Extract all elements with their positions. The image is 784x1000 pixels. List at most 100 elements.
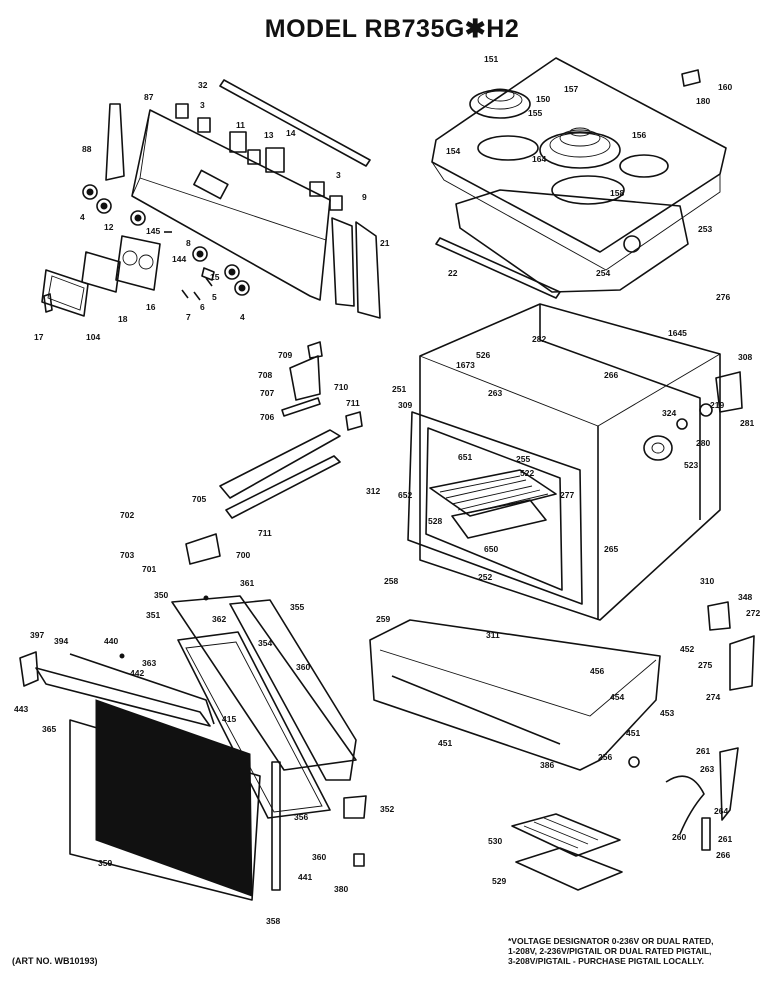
callout-c256: 256 [598,752,612,762]
callout-c260: 260 [672,832,686,842]
callout-c308: 308 [738,352,752,362]
callout-c707: 707 [260,388,274,398]
callout-c356: 356 [294,812,308,822]
callout-c13: 13 [264,130,274,140]
callout-c264: 264 [714,806,728,816]
callout-c266b: 266 [716,850,730,860]
callout-c703: 703 [120,550,134,560]
callout-c265: 265 [604,544,618,554]
callout-c702: 702 [120,510,134,520]
callout-c16: 16 [146,302,156,312]
voltage-note-line: 1-208V, 2-236V/PIGTAIL OR DUAL RATED PIG… [508,946,712,956]
callout-c157: 157 [564,84,578,94]
callout-c360b: 360 [312,852,326,862]
callout-c440: 440 [104,636,118,646]
door-group [19,595,367,901]
callout-c21: 21 [380,238,390,248]
callout-c701: 701 [142,564,156,574]
callout-c522: 522 [520,468,534,478]
callout-c88: 88 [82,144,92,154]
callout-c281: 281 [740,418,754,428]
callout-c711b: 711 [258,528,272,538]
callout-c348: 348 [738,592,752,602]
callout-c280: 280 [696,438,710,448]
callout-c32: 32 [198,80,208,90]
callout-c263b: 263 [700,764,714,774]
callout-c156: 156 [632,130,646,140]
callout-c355: 355 [290,602,304,612]
callout-c451a: 451 [438,738,452,748]
callout-c530: 530 [488,836,502,846]
callout-c145: 145 [146,226,160,236]
callout-c18: 18 [118,314,128,324]
callout-c711a: 711 [346,398,360,408]
callout-c397: 397 [30,630,44,640]
callout-c311: 311 [486,630,500,640]
callout-c706: 706 [260,412,274,422]
callout-c708: 708 [258,370,272,380]
callout-c276: 276 [716,292,730,302]
diagram-title: MODEL RB735G✱H2 [264,15,520,43]
oven-body-group [369,303,755,891]
callout-c164: 164 [532,154,546,164]
callout-c1673: 1673 [456,360,475,370]
callout-c258a: 258 [384,576,398,586]
callout-c15: 15 [210,272,220,282]
callout-c266: 266 [604,370,618,380]
callout-c12: 12 [104,222,114,232]
callout-c3a: 3 [200,100,205,110]
callout-c350: 350 [154,590,168,600]
callout-c7: 7 [186,312,191,322]
callout-c4b: 4 [240,312,245,322]
callout-c451b: 451 [626,728,640,738]
callout-c261a: 261 [696,746,710,756]
callout-c312: 312 [366,486,380,496]
voltage-note-line: *VOLTAGE DESIGNATOR 0-236V OR DUAL RATED… [508,936,714,946]
callout-c310: 310 [700,576,714,586]
callout-c651: 651 [458,452,472,462]
callout-c360a: 360 [296,662,310,672]
callout-c274: 274 [706,692,720,702]
callout-c252: 252 [478,572,492,582]
callout-c282: 282 [532,334,546,344]
callout-c219: 219 [710,400,724,410]
callout-c415: 415 [222,714,236,724]
callout-c453: 453 [660,708,674,718]
callout-c14: 14 [286,128,296,138]
callout-c650: 650 [484,544,498,554]
art-number: (ART NO. WB10193) [12,956,98,966]
callout-c359: 359 [98,858,112,868]
callout-c709: 709 [278,350,292,360]
callout-c150: 150 [536,94,550,104]
callout-c526: 526 [476,350,490,360]
voltage-note: *VOLTAGE DESIGNATOR 0-236V OR DUAL RATED… [508,936,778,966]
callout-c358: 358 [266,916,280,926]
callout-c351: 351 [146,610,160,620]
callout-c352: 352 [380,804,394,814]
callout-c155: 155 [528,108,542,118]
callout-c251: 251 [392,384,406,394]
callout-c309: 309 [398,400,412,410]
callout-c652: 652 [398,490,412,500]
voltage-note-line: 3-208V/PIGTAIL - PURCHASE PIGTAIL LOCALL… [508,956,705,966]
callout-c261b: 261 [718,834,732,844]
callout-c529: 529 [492,876,506,886]
callout-c394: 394 [54,636,68,646]
callout-c160: 160 [718,82,732,92]
callout-c454: 454 [610,692,624,702]
callout-c144: 144 [172,254,186,264]
callout-c710: 710 [334,382,348,392]
callout-c259: 259 [376,614,390,624]
callout-c362: 362 [212,614,226,624]
callout-c17: 17 [34,332,44,342]
callout-c523: 523 [684,460,698,470]
callout-c22: 22 [448,268,458,278]
callout-c5: 5 [212,292,217,302]
callout-c3b: 3 [336,170,341,180]
callout-c442: 442 [130,668,144,678]
callout-c272: 272 [746,608,760,618]
callout-c441: 441 [298,872,312,882]
callout-c354: 354 [258,638,272,648]
callout-c253: 253 [698,224,712,234]
